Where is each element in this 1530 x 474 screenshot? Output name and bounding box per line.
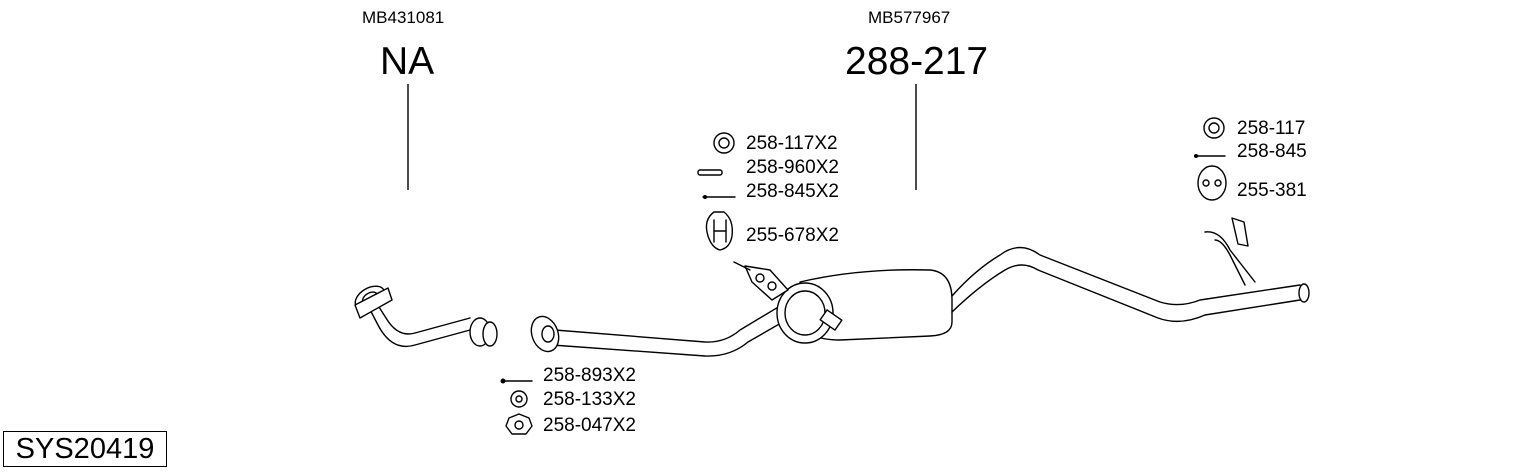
bottom-part-1: 258-893X2 — [543, 365, 636, 386]
right-part-3: 255-381 — [1237, 180, 1307, 201]
bottom-hardware-icons — [500, 378, 533, 435]
right-part-1: 258-117 — [1237, 118, 1306, 139]
center-hardware-icons — [697, 132, 736, 251]
system-code-box: SYS20419 — [3, 431, 167, 467]
assembly-part-number-1: NA — [380, 40, 435, 83]
front-pipe — [354, 285, 498, 348]
center-part-2: 258-960X2 — [746, 157, 839, 178]
middle-pipe — [530, 299, 796, 357]
bottom-part-2: 258-133X2 — [543, 389, 636, 410]
center-part-3: 258-845X2 — [746, 181, 839, 202]
assembly-part-number-2: 288-217 — [845, 40, 989, 83]
center-part-1: 258-117X2 — [746, 133, 838, 154]
bottom-part-3: 258-047X2 — [543, 415, 636, 436]
assembly-oem-number-2: MB577967 — [868, 8, 951, 27]
assembly-oem-number-1: MB431081 — [362, 8, 445, 27]
silencer — [733, 261, 953, 344]
right-part-2: 258-845 — [1237, 141, 1307, 162]
rear-pipe — [951, 217, 1310, 323]
center-part-4: 255-678X2 — [746, 225, 839, 246]
right-hardware-icons — [1194, 117, 1227, 201]
